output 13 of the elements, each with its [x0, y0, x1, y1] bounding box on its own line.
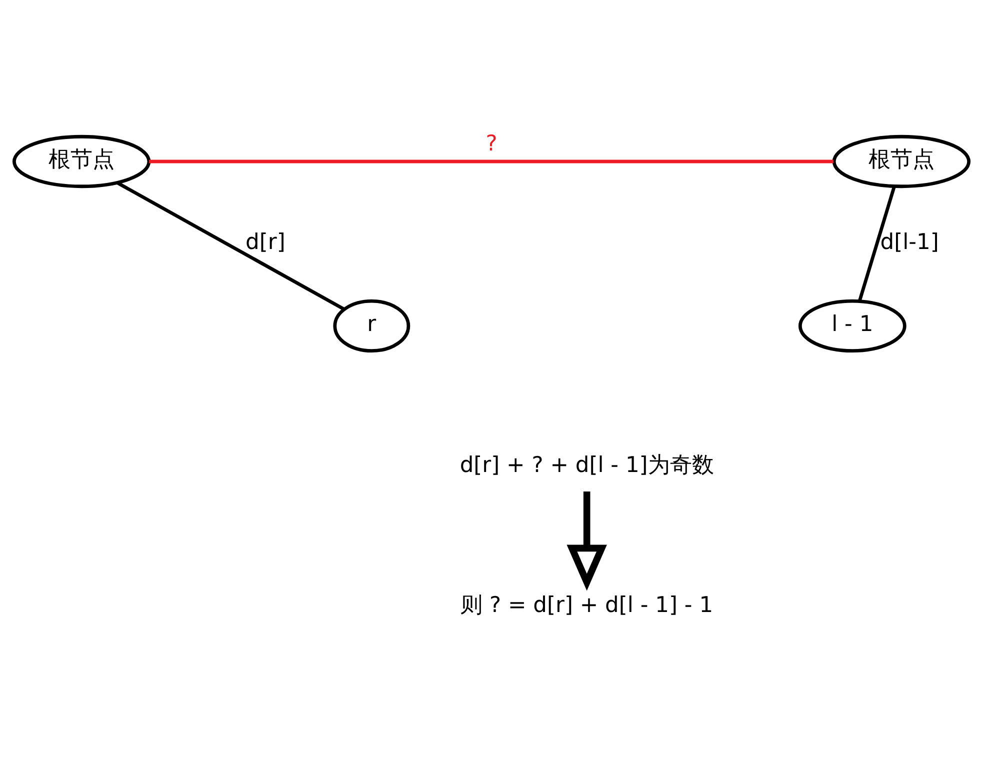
edge-label: ? [486, 130, 498, 156]
node-text: 则 ? = d[r] + d[l - 1] - 1 [460, 592, 714, 618]
node-ellipse: 根节点 [12, 134, 151, 188]
connector [858, 186, 896, 301]
connector [149, 159, 834, 163]
edge-label: d[r] [246, 229, 286, 254]
node-ellipse: r [333, 298, 410, 352]
node-ellipse: l - 1 [798, 298, 906, 352]
edge-label: d[l-1] [880, 229, 939, 254]
node-text: d[r] + ? + d[l - 1]为奇数 [460, 452, 714, 478]
connector [116, 181, 345, 310]
node-ellipse: 根节点 [832, 134, 971, 188]
arrow [566, 490, 607, 590]
